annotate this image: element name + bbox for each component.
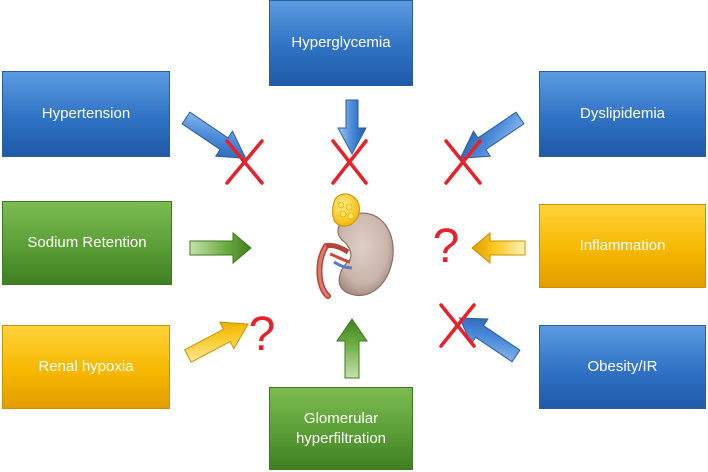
cross-mark-icon	[225, 139, 264, 185]
glomerular-label-line2: hyperfiltration	[295, 429, 387, 447]
adrenal-gland-icon	[332, 193, 360, 227]
sodium-retention-label: Sodium Retention	[27, 234, 147, 251]
hyperglycemia-label: Hyperglycemia	[291, 34, 391, 51]
question-mark-inflammation: ?	[433, 220, 460, 273]
arrow-from-inflammation	[471, 231, 526, 265]
cross-mark-icon	[331, 139, 368, 185]
hypertension-box: Hypertension	[2, 71, 170, 157]
renal-hypoxia-label: Renal hypoxia	[38, 358, 134, 375]
inflammation-box: Inflammation	[539, 204, 706, 288]
cross-mark-icon	[439, 303, 476, 348]
arrow-from-glomerular-hyperfiltration	[336, 318, 368, 379]
arrow-from-obesity-ir	[458, 317, 521, 363]
hypertension-label: Hypertension	[41, 105, 131, 122]
glomerular-label-line1: Glomerular	[303, 409, 379, 427]
obesity-ir-label: Obesity/IR	[587, 358, 658, 375]
dyslipidemia-box: Dyslipidemia	[539, 71, 706, 157]
inflammation-label: Inflammation	[579, 237, 666, 254]
obesity-ir-box: Obesity/IR	[539, 325, 706, 409]
dyslipidemia-label: Dyslipidemia	[579, 105, 666, 122]
question-mark-renal-hypoxia: ?	[249, 308, 276, 361]
kidney-icon	[316, 193, 394, 299]
glomerular-hyperfiltration-box: Glomerular hyperfiltration	[269, 387, 413, 470]
arrow-from-hyperglycemia	[337, 99, 367, 156]
hyperglycemia-box: Hyperglycemia	[269, 0, 413, 86]
arrow-from-sodium-retention	[189, 231, 252, 265]
renal-hypoxia-box: Renal hypoxia	[2, 325, 170, 409]
arrow-from-renal-hypoxia	[184, 321, 249, 363]
sodium-retention-box: Sodium Retention	[2, 201, 172, 285]
cross-mark-icon	[444, 139, 482, 185]
